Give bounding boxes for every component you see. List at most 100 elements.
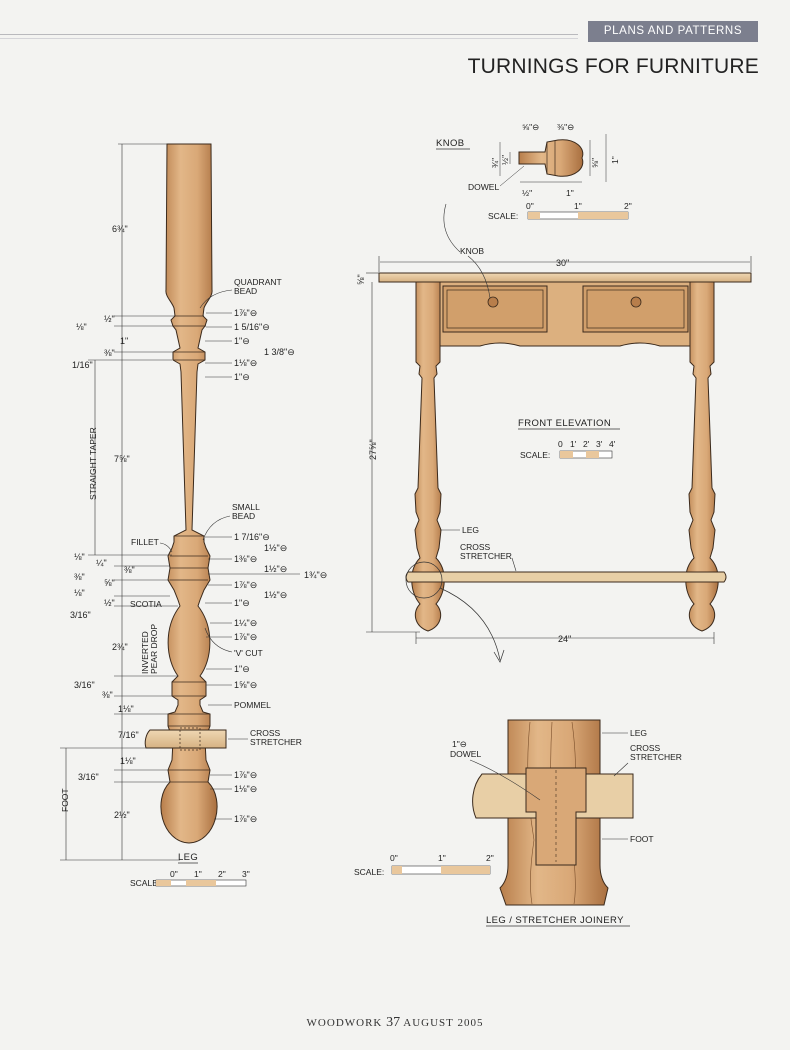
leg-dim-left-10: ⅝" — [104, 578, 115, 588]
straight-taper-label: STRAIGHT TAPER — [88, 427, 98, 500]
leg-dim-left-0: 6¾" — [112, 224, 128, 234]
leg-dim-left-8: ¼" — [96, 558, 107, 568]
joinery-callout-circle — [405, 561, 443, 599]
leg-scale-label: SCALE: — [130, 878, 160, 888]
leg-hidden-dowel — [179, 727, 201, 751]
table-leg-right — [685, 281, 719, 632]
knob-profile — [518, 139, 584, 177]
leg-dim-right-19: 1⅛"⊖ — [234, 784, 257, 794]
joinery-detail: 1"⊖ DOWEL LEG CROSS STRETCHER FOOT SCALE… — [354, 719, 682, 927]
inverted-pear-drop-label-1: INVERTED — [140, 631, 150, 674]
leg-right-dims: 1⅞"⊖ 1 5/16"⊖ 1"⊖ 1 3/8"⊖ 1⅛"⊖ 1"⊖ 1 7/1… — [234, 308, 327, 824]
drawer-right — [582, 285, 689, 333]
knob-dim-6: ½" — [522, 188, 532, 198]
footer-page-number: 37 — [386, 1015, 401, 1030]
elevation-knob-leader — [467, 255, 491, 299]
elevation-scale-tick-3: 3' — [596, 439, 603, 449]
quadrant-bead-label-2: BEAD — [234, 286, 257, 296]
leg-spread-dim: 24" — [558, 634, 571, 644]
quadrant-bead-leader — [199, 289, 233, 309]
inverted-pear-drop-label-2: PEAR DROP — [149, 624, 159, 674]
leg-detail: 6¾" ½" ⅛" 1" ⅜" 1/16" 7⅝" ⅛" ¼" ⅜" ⅝" ⅛"… — [60, 143, 327, 888]
leg-dim-left-14: 3/16" — [70, 610, 91, 620]
pommel-label: POMMEL — [234, 700, 271, 710]
front-elevation-caption: FRONT ELEVATION — [518, 418, 611, 429]
header-rule — [0, 34, 578, 35]
v-cut-leader — [204, 627, 233, 653]
footer-publication: WOODWORK — [306, 1017, 383, 1029]
elevation-scale-tick-0: 0 — [558, 439, 563, 449]
joinery-leg-label: LEG — [630, 728, 647, 738]
leg-leader-lines — [205, 312, 300, 820]
knob-dowel-label: DOWEL — [468, 182, 499, 192]
leg-dim-right-6: 1 7/16"⊖ — [234, 532, 270, 542]
leg-dim-left-22: 2½" — [114, 810, 130, 820]
joinery-foot-label: FOOT — [630, 834, 654, 844]
elevation-scale-tick-2: 2' — [583, 439, 590, 449]
leg-dim-right-17: 1⅝"⊖ — [234, 680, 257, 690]
joinery-cross-stretcher-label-1: CROSS — [630, 743, 661, 753]
leg-dim-left-5: 1/16" — [72, 360, 93, 370]
elevation-scale-tick-4: 4' — [609, 439, 616, 449]
leg-dim-left-18: 1⅛" — [118, 704, 134, 714]
leg-dim-right-10: 1¾"⊖ — [304, 570, 327, 580]
leg-dim-left-19: 7/16" — [118, 730, 139, 740]
leg-scale-bar — [155, 879, 247, 887]
leg-cross-stretcher-label-2: STRETCHER — [250, 737, 302, 747]
top-thickness-dim: ⅝" — [356, 274, 366, 285]
elevation-leg-label: LEG — [462, 525, 479, 535]
joinery-scale-tick-1: 1" — [438, 853, 446, 863]
leg-caption: LEG — [178, 852, 198, 863]
knob-dim-1: ⅜"⊖ — [557, 122, 574, 132]
knob-scale-label: SCALE: — [488, 211, 518, 221]
leg-dim-right-9: 1½"⊖ — [264, 564, 287, 574]
leg-dim-right-13: 1"⊖ — [234, 598, 250, 608]
joinery-dowel-label-1: 1"⊖ — [452, 739, 467, 749]
leg-dim-left-13: ⅜" — [74, 572, 85, 582]
drawer-left — [442, 285, 548, 333]
leg-dim-right-7: 1½"⊖ — [264, 543, 287, 553]
leg-dim-right-4: 1⅛"⊖ — [234, 358, 257, 368]
leg-cross-stretcher-label-1: CROSS — [250, 728, 281, 738]
elevation-cross-stretcher-leader — [511, 557, 517, 572]
leg-scale-tick-2: 2" — [218, 869, 226, 879]
elevation-scale-bar — [559, 450, 613, 459]
footer-date: AUGUST 2005 — [403, 1017, 484, 1029]
joinery-dowel-label-2: DOWEL — [450, 749, 481, 759]
leg-dim-left-12: ½" — [104, 598, 115, 608]
leg-dim-lines — [60, 143, 180, 861]
knob-dowel-leader — [499, 165, 525, 187]
scotia-label: SCOTIA — [130, 599, 162, 609]
v-cut-label: 'V' CUT — [234, 648, 263, 658]
knob-scale-tick-1: 1" — [574, 201, 582, 211]
leg-dim-left-15: 2¾" — [112, 642, 128, 652]
leg-dim-left-7: ⅛" — [74, 552, 85, 562]
elevation-knob-label: KNOB — [460, 246, 484, 256]
leg-dim-right-16: 1"⊖ — [234, 664, 250, 674]
fillet-label: FILLET — [131, 537, 159, 547]
leg-profile — [160, 143, 218, 844]
leg-dim-left-9: ⅜" — [124, 565, 135, 575]
leg-dim-right-20: 1⅞"⊖ — [234, 814, 257, 824]
knob-scale-bar — [527, 211, 629, 220]
leg-dim-left-17: ⅜" — [102, 690, 113, 700]
knob-dim-0: ⅝"⊖ — [522, 122, 539, 132]
small-bead-label-1: SMALL — [232, 502, 260, 512]
leg-dim-left-1: ½" — [104, 314, 115, 324]
leg-dim-right-5: 1"⊖ — [234, 372, 250, 382]
joinery-scale-tick-0: 0" — [390, 853, 398, 863]
table-top — [378, 272, 752, 283]
leg-dim-left-2: ⅛" — [76, 322, 87, 332]
small-bead-leader — [202, 515, 231, 541]
height-dim: 27⅝" — [368, 439, 378, 460]
joinery-scale-bar — [391, 865, 491, 875]
leg-dim-left-16: 3/16" — [74, 680, 95, 690]
drawer-knob-left — [487, 296, 499, 308]
leg-dim-left-3: 1" — [120, 336, 128, 346]
leg-dim-right-0: 1⅞"⊖ — [234, 308, 257, 318]
page-title: TURNINGS FOR FURNITURE — [467, 55, 759, 78]
knob-caption: KNOB — [436, 138, 465, 149]
knob-detail: KNOB ⅝"⊖ ⅜"⊖ ¾" ½" ⅝" 1" ½" 1" DOWEL SCA… — [436, 122, 632, 221]
leg-dim-left-20: 1⅛" — [120, 756, 136, 766]
